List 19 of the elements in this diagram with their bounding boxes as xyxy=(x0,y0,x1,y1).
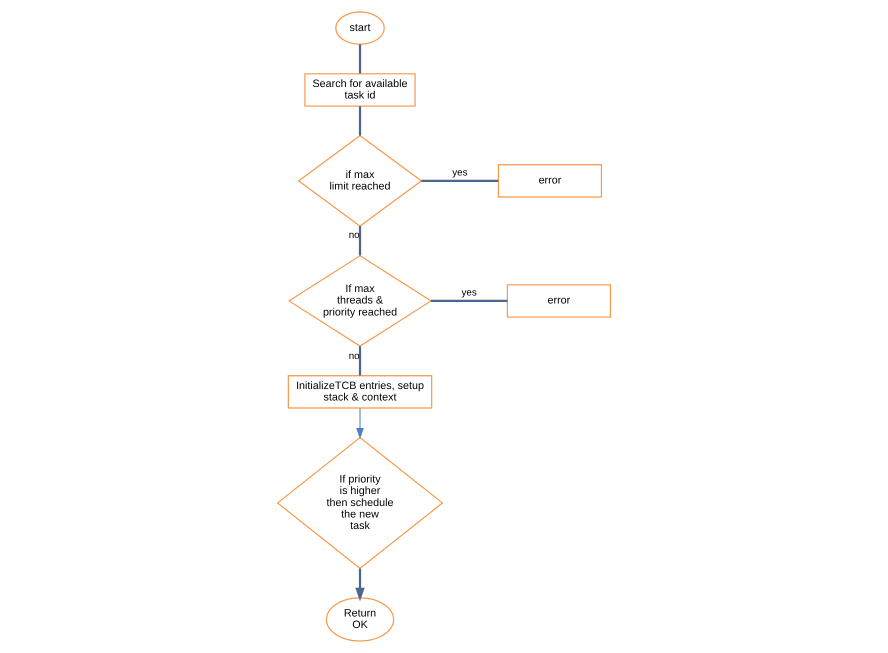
connector xyxy=(358,346,362,376)
node-ellipse: start xyxy=(335,11,385,45)
connector xyxy=(421,180,498,182)
edge-label: yes xyxy=(452,167,468,178)
connector xyxy=(358,226,362,256)
node-box: InitializeTCB entries, setup stack & context xyxy=(288,375,432,409)
connector xyxy=(358,106,362,136)
arrow xyxy=(356,408,364,440)
node-box: error xyxy=(506,284,611,318)
arrow xyxy=(355,568,365,602)
node-diamond: if max limit reached xyxy=(298,134,422,227)
node-box: Search for available task id xyxy=(304,73,416,107)
connector xyxy=(358,44,362,74)
edge-label: yes xyxy=(461,287,477,298)
connector xyxy=(430,300,508,302)
node-diamond: If priority is higher then schedule the new task xyxy=(276,436,444,570)
node-diamond: If max threads & priority reached xyxy=(288,255,432,347)
node-box: error xyxy=(498,164,602,198)
node-ellipse: Return OK xyxy=(326,597,394,642)
